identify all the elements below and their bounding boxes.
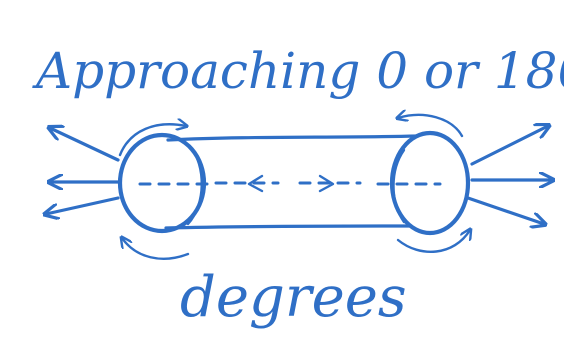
right-circle-icon: [389, 130, 471, 236]
diagram-subtitle: degrees: [180, 265, 407, 330]
left-outward-arrows: [46, 128, 120, 214]
left-circle-icon: [117, 132, 207, 234]
diagram-title: Approaching 0 or 180: [32, 42, 564, 100]
left-rotation-arrows: [118, 124, 188, 260]
right-outward-arrows: [466, 126, 552, 224]
center-axis: [138, 174, 442, 193]
connecting-tube: [164, 134, 420, 230]
right-rotation-arrows: [398, 115, 470, 253]
